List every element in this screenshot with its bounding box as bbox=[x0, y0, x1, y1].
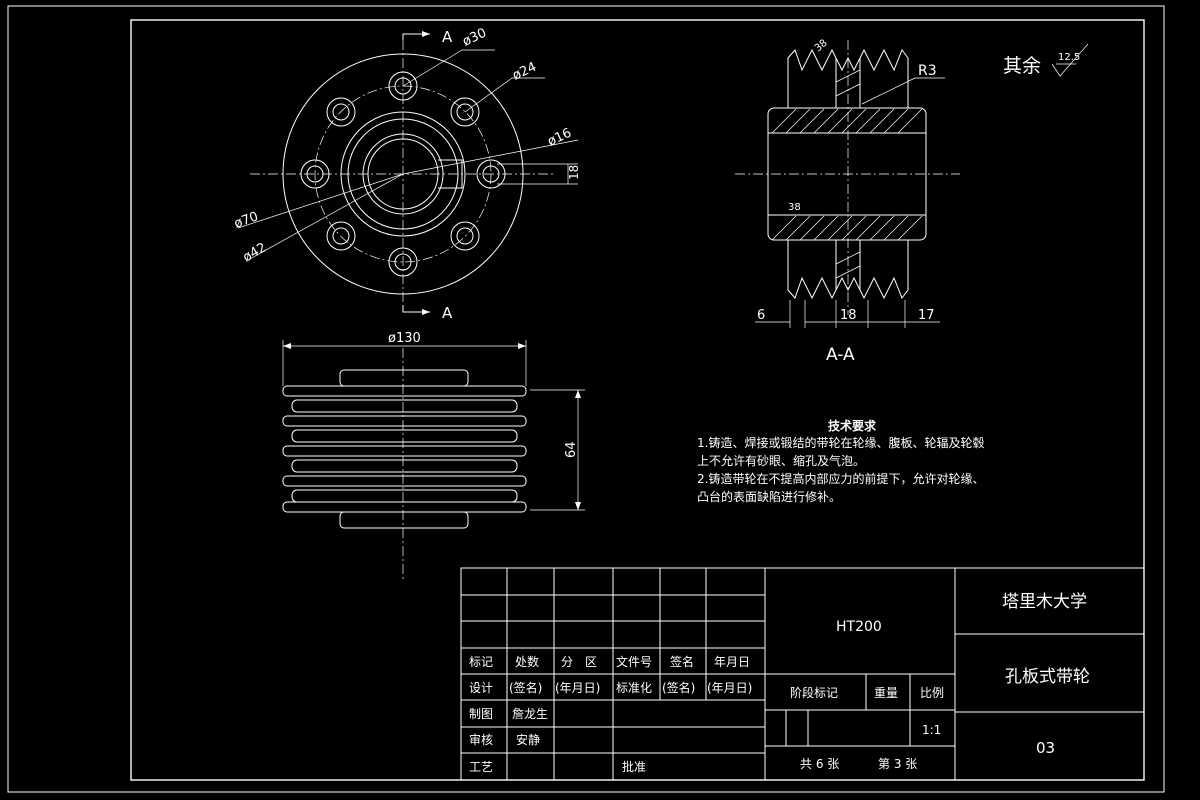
dim-d70: ø70 bbox=[232, 209, 260, 231]
tb-drawing-no: 03 bbox=[1036, 739, 1055, 757]
dim-17: 17 bbox=[918, 308, 935, 323]
dim-6: 6 bbox=[757, 308, 765, 323]
tb-check-label: 审核 bbox=[469, 732, 493, 747]
tb-part-name: 孔板式带轮 bbox=[1005, 667, 1090, 687]
dim-d16: ø16 bbox=[545, 126, 574, 150]
bolt-holes bbox=[300, 71, 506, 277]
tb-scale-label: 比例 bbox=[920, 686, 944, 700]
tb-design-label: 设计 bbox=[469, 681, 493, 695]
title-block-text: 标记 处数 分 区 文件号 签名 年月日 设计 (签名) (年月日) 标准化 (… bbox=[469, 592, 1090, 774]
section-mark-top: A bbox=[442, 28, 453, 46]
tb-col-docno: 文件号 bbox=[616, 654, 652, 669]
tb-draw-label: 制图 bbox=[469, 707, 493, 721]
tb-sheets-total: 共 6 张 bbox=[800, 757, 839, 771]
tb-col-mark: 标记 bbox=[469, 655, 493, 669]
dim-38-top: 38 bbox=[813, 38, 830, 55]
section-mark-bottom: A bbox=[442, 304, 453, 322]
dim-38-hub: 38 bbox=[788, 202, 801, 213]
tb-col-count: 处数 bbox=[515, 654, 539, 669]
tb-weight-label: 重量 bbox=[874, 686, 898, 700]
tech-line-4: 凸台的表面缺陷进行修补。 bbox=[697, 489, 841, 504]
hatching bbox=[771, 69, 923, 279]
tb-process-label: 工艺 bbox=[469, 760, 493, 774]
dim-d24: ø24 bbox=[510, 60, 539, 84]
tb-standard-date: (年月日) bbox=[707, 681, 752, 695]
tb-school: 塔里木大学 bbox=[1002, 592, 1087, 612]
tb-scale-value: 1:1 bbox=[922, 723, 941, 737]
tb-draw-name: 詹龙生 bbox=[512, 707, 548, 721]
dim-d42: ø42 bbox=[241, 240, 270, 265]
tech-line-1: 1.铸造、焊接或锻结的带轮在轮缘、腹板、轮辐及轮毂 bbox=[697, 435, 984, 450]
side-view-labels: ø130 64 bbox=[388, 331, 579, 458]
front-view bbox=[237, 31, 579, 315]
tb-material: HT200 bbox=[836, 619, 882, 635]
title-block bbox=[460, 567, 1145, 781]
tb-col-sign: 签名 bbox=[670, 654, 694, 669]
tb-col-date: 年月日 bbox=[714, 655, 750, 669]
technical-requirements: 技术要求 1.铸造、焊接或锻结的带轮在轮缘、腹板、轮辐及轮毂 上不允许有砂眼、缩… bbox=[697, 418, 984, 504]
tb-approve-label: 批准 bbox=[622, 759, 646, 774]
roughness-note: 其余 12.5 bbox=[1003, 43, 1089, 77]
tech-title: 技术要求 bbox=[828, 418, 877, 433]
section-view-labels: 38 R3 38 6 18 17 A-A bbox=[757, 38, 937, 365]
tb-design-date: (年月日) bbox=[555, 681, 600, 695]
tb-check-name: 安静 bbox=[516, 732, 540, 747]
tb-sheet-no: 第 3 张 bbox=[878, 757, 917, 771]
dim-r3: R3 bbox=[918, 63, 937, 79]
side-view bbox=[282, 340, 585, 580]
roughness-label: 其余 bbox=[1003, 55, 1041, 77]
dim-d130: ø130 bbox=[388, 331, 421, 346]
tech-line-2: 上不允许有砂眼、缩孔及气泡。 bbox=[697, 453, 865, 468]
tb-standard-label: 标准化 bbox=[616, 681, 652, 695]
roughness-value: 12.5 bbox=[1058, 52, 1080, 63]
section-view bbox=[735, 40, 960, 328]
tb-col-zone: 分 区 bbox=[561, 655, 597, 669]
tech-line-3: 2.铸造带轮在不提高内部应力的前提下，允许对轮缘、 bbox=[697, 471, 984, 486]
tb-stage-label: 阶段标记 bbox=[790, 685, 838, 700]
dim-18-width: 18 bbox=[840, 308, 857, 323]
tb-standard-sign: (签名) bbox=[662, 680, 695, 695]
dim-d30: ø30 bbox=[460, 26, 489, 50]
section-title: A-A bbox=[826, 345, 855, 365]
outer-border bbox=[7, 5, 1165, 793]
tb-design-sign: (签名) bbox=[509, 680, 542, 695]
dim-64: 64 bbox=[564, 441, 579, 458]
dim-18: 18 bbox=[567, 165, 581, 180]
